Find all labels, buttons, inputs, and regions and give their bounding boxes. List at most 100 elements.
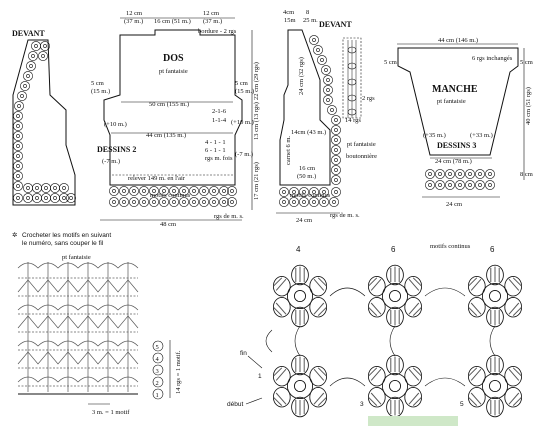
dos-subtitle: pt fantaisie	[159, 68, 188, 75]
manche-w24: 24 cm (78 m.)	[435, 158, 472, 165]
dos-v13: 13 cm (13 rgs)	[253, 102, 260, 140]
dos-piece: 12 cm (37 m.) 16 cm (51 m.) 12 cm (37 m.…	[91, 10, 260, 228]
devant-r-v24: 24 cm (32 rgs)	[298, 57, 305, 95]
dos-minus7: (-7 m.)	[102, 158, 120, 165]
row-number-2: 2	[156, 380, 159, 387]
manche-h40: 40 cm (51 rgs)	[525, 87, 532, 125]
devant-r-width24: 24 cm	[296, 217, 312, 224]
dos-width-44: 44 cm (135 m.)	[146, 132, 186, 139]
row-number-badges: 5 4 3 2 1	[152, 340, 164, 400]
dos-width-50: 50 cm (155 m.)	[149, 101, 189, 108]
devant-r-pt-fantaisie: pt fantaisie	[347, 141, 376, 148]
manche-top: 44 cm (146 m.)	[438, 37, 478, 44]
dos-top-16: 16 cm (51 m.)	[154, 18, 191, 25]
motif-num-5: 5	[460, 401, 464, 408]
manche-h8: 8 cm	[520, 171, 533, 178]
dos-bordure: bordure - 2 rgs	[198, 28, 237, 35]
motif-green-strip	[368, 416, 458, 426]
devant-r-cm16m: (50 m.)	[297, 173, 316, 180]
devant-r-cm16: 16 cm	[299, 165, 315, 172]
dos-motifs: motifs continus	[150, 192, 191, 199]
motif-num-4: 4	[296, 245, 301, 254]
devant-r-cm14: 14cm (43 m.)	[291, 129, 326, 136]
dos-width-48: 48 cm	[160, 221, 176, 228]
devant-r-rgs14: 14 rgs	[345, 117, 361, 124]
devant-r-boutonniere: boutonnière	[346, 153, 377, 160]
dos-right-5: 5 cm	[235, 80, 248, 87]
motif-row-top	[272, 264, 523, 328]
row-number-3: 3	[156, 368, 159, 375]
dos-relever: relever 149 m. en l'air	[128, 175, 186, 182]
dos-dec-d: 6 - 1 - 1	[205, 147, 226, 154]
dos-dec-e: rgs m. fois	[205, 155, 233, 162]
motif-num-1: 1	[258, 373, 262, 380]
chart-rows-label: 14 rgs = 1 motif.	[175, 350, 182, 394]
manche-plus35: (+35 m.)	[423, 132, 446, 139]
devant-r-rgs-ms: rgs de m. s.	[330, 212, 360, 219]
chart-title: pt fantaisie	[62, 254, 91, 261]
dos-dec-a: 2-1-6	[212, 108, 227, 115]
dos-top-12a: 12 cm	[126, 10, 142, 17]
devant-right-piece: 4cm 8 15m 25 m. DEVANT 24 cm (32 rgs) 14…	[276, 9, 377, 224]
dos-rgs-ms: rgs de m. s.	[214, 213, 244, 220]
dos-left-5: 5 cm	[91, 80, 104, 87]
devant-r-h25: 25 m.	[303, 17, 318, 24]
motif-row-bottom	[272, 354, 523, 418]
chart-instruction-1: Crocheter les motifs en suivant	[22, 232, 111, 239]
manche-right5: 5 cm	[520, 59, 533, 66]
dos-top-12b: 12 cm	[203, 10, 219, 17]
motif-fin: fin	[240, 350, 247, 357]
devant-r-h15: 15m	[284, 17, 296, 24]
devant-r-h8: 8	[306, 9, 309, 16]
dos-dec-f: (-7 m.)	[235, 151, 253, 158]
manche-subtitle: pt fantaisie	[437, 98, 466, 105]
devant-r-rgs2: 2 rgs	[362, 95, 375, 102]
dos-dec-b: 1-1-4	[212, 117, 227, 124]
devant-right-border-motifs	[279, 35, 341, 207]
devant-left-title: DEVANT	[12, 29, 45, 38]
devant-left-outline	[12, 39, 76, 206]
dos-v17: 17 cm (21 rgs)	[253, 162, 260, 200]
motif-chart: motifs continus 4 6 6 fin 1 début	[227, 243, 523, 426]
dos-dec-c: 4 - 1 - 1	[205, 139, 226, 146]
manche-piece: 44 cm (146 m.) 5 cm 5 cm 6 rgs inchangés…	[384, 37, 533, 208]
chart-star: ✲	[12, 231, 18, 239]
manche-outline	[397, 47, 519, 156]
dos-outline	[103, 29, 243, 186]
row-number-1: 1	[156, 392, 159, 399]
row-number-4: 4	[156, 356, 160, 363]
stitch-chart: ✲ Crocheter les motifs en suivant le num…	[12, 231, 182, 416]
chart-bottom-label: 3 m. = 1 motif	[92, 409, 130, 416]
dos-top-12b-m: (37 m.)	[203, 18, 222, 25]
dos-right-5m: (15 m.)	[235, 88, 254, 95]
devant-right-outline	[279, 29, 331, 186]
dos-plus10: (+10 m.)	[104, 121, 127, 128]
dos-dessins: DESSINS 2	[97, 145, 136, 154]
dos-top-12a-m: (37 m.)	[124, 18, 143, 25]
manche-plus33: (+33 m.)	[470, 132, 493, 139]
devant-r-motifs: motifs continus	[290, 192, 331, 199]
dos-v22: 22 cm (29 rgs)	[253, 62, 260, 100]
devant-r-carnet: carnet 6 m.	[285, 136, 292, 165]
devant-r-h4: 4cm	[283, 9, 294, 16]
chart-instruction-2: le numéro, sans couper le fil	[22, 240, 104, 247]
motif-num-3: 3	[360, 401, 364, 408]
devant-left-piece: DEVANT	[12, 29, 76, 206]
dos-plus10b: (+10 m.)	[231, 119, 254, 126]
devant-right-title: DEVANT	[319, 20, 352, 29]
motif-num-6b: 6	[490, 245, 495, 254]
manche-width24: 24 cm	[446, 201, 462, 208]
motif-debut: début	[227, 401, 243, 408]
row-number-5: 5	[156, 344, 159, 351]
motif-connectors	[265, 325, 496, 357]
motif-chart-title: motifs continus	[430, 243, 471, 250]
manche-rgs6: 6 rgs inchangés	[472, 55, 513, 62]
dos-title: DOS	[163, 53, 184, 64]
motif-num-6a: 6	[391, 245, 396, 254]
devant-right-lace-band	[342, 37, 362, 119]
manche-dessins: DESSINS 3	[437, 141, 476, 150]
manche-left5: 5 cm	[384, 59, 397, 66]
dos-left-5m: (15 m.)	[91, 88, 110, 95]
manche-title: MANCHE	[432, 84, 478, 95]
